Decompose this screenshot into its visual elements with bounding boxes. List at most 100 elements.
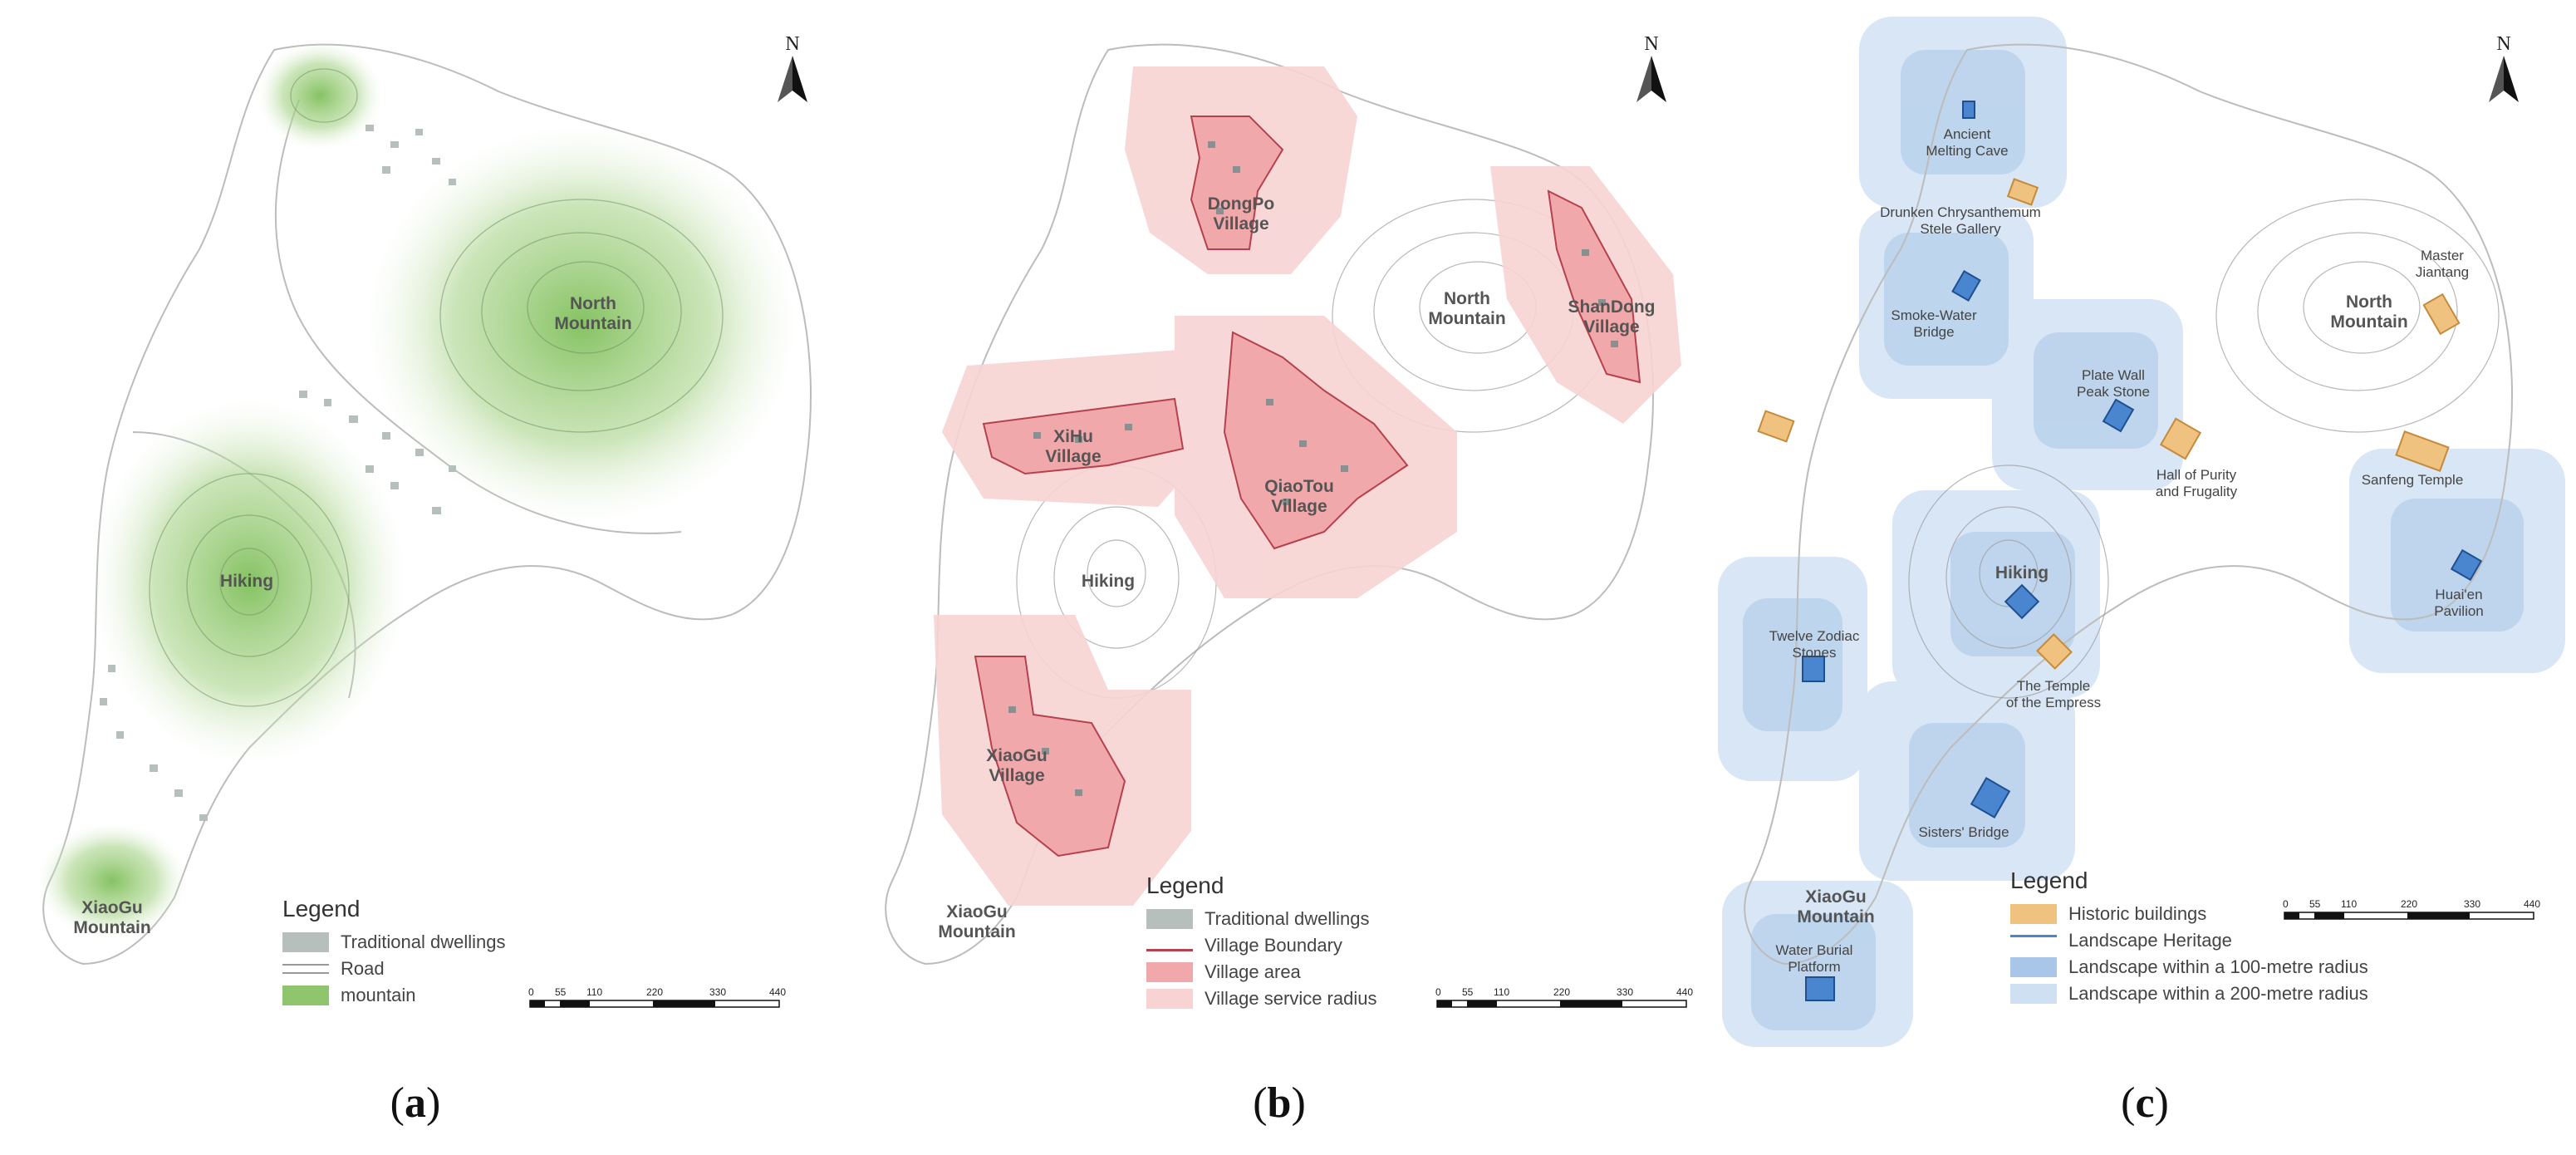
panel-c-heritage-map: North Mountain Hiking XiaoGu Mountain An… [1718,0,2576,1155]
mountain-zones [37,42,797,939]
site-label-smoke-water-bridge: Smoke-Water Bridge [1891,307,1977,340]
scale-bar-graphic: 0 55 110 220 330 440 [1435,986,1693,1008]
legend-item: mountain [282,982,506,1009]
contour-lines [149,68,724,707]
legend-swatch [2010,957,2057,977]
scale-tick-label: 440 [2524,898,2540,910]
legend-swatch [1146,940,1193,951]
scale-tick-label: 0 [528,986,534,998]
scale-bar-a: 0 55 110 220 330 440 [528,985,786,1019]
panel-caption-a: (a) [390,1079,441,1127]
scale-tick-label: 0 [2283,898,2289,910]
legend-label: Road [341,958,385,979]
north-arrow-c: N [2485,33,2522,110]
legend-label: Landscape within a 200-metre radius [2068,983,2368,1004]
legend-label: Village Boundary [1205,935,1342,956]
place-label-xihu-village: XiHu Village [1045,427,1102,466]
north-arrow-icon [778,56,807,102]
legend-label: Village service radius [1205,988,1377,1009]
north-letter: N [785,33,800,55]
place-label-qiaotou-village: QiaoTou Village [1264,477,1334,516]
legend-swatch [2010,935,2057,946]
north-arrow-b: N [1633,33,1670,110]
site-label-ancient-melting-cave: Ancient Melting Cave [1926,126,2009,159]
north-letter: N [1644,33,1659,55]
legend-item: Village service radius [1146,985,1376,1012]
legend-label: Traditional dwellings [341,931,506,952]
legend-title: Legend [1146,872,1224,898]
place-label-dongpo-village: DongPo Village [1207,194,1275,233]
legend-item: Historic buildings [2010,901,2368,927]
legend-swatch [2010,904,2057,924]
island-outline [1744,43,2513,966]
scale-bar-c: 0 55 110 220 330 440 [2283,897,2540,931]
legend-swatch [1146,962,1193,982]
scale-tick-label: 330 [2464,898,2480,910]
scale-tick-label: 220 [646,986,663,998]
legend-item: Traditional dwellings [1146,906,1376,932]
place-label-north-mountain: North Mountain [554,294,632,333]
north-arrow-icon [2489,56,2519,102]
panel-b-village-map: DongPo Village ShanDong Village North Mo… [859,0,1718,1155]
scale-tick-label: 55 [2309,898,2321,910]
scale-bar-graphic: 0 55 110 220 330 440 [2283,898,2540,920]
landscape-heritage-markers [1802,101,2483,1001]
legend-label: Landscape within a 100-metre radius [2068,956,2368,977]
panel-caption-b: (b) [1253,1079,1306,1127]
legend-item: Village Boundary [1146,932,1376,959]
legend-swatch [282,932,329,952]
scale-bar-graphic: 0 55 110 220 330 440 [528,986,786,1008]
caption-letter: b [1267,1079,1292,1127]
caption-letter: c [2135,1079,2155,1127]
legend-item: Traditional dwellings [282,929,506,956]
legend-swatch [2010,984,2057,1004]
legend-item: Landscape within a 200-metre radius [2010,981,2368,1007]
place-label-shandong-village: ShanDong Village [1568,297,1656,337]
legend-label: Landscape Heritage [2068,930,2232,951]
caption-letter: a [405,1079,426,1127]
legend-swatch [282,964,329,974]
legend-item: Landscape Heritage [2010,927,2368,954]
scale-tick-label: 110 [586,986,602,998]
north-arrow-a: N [774,33,811,110]
legend-c: Legend Historic buildings Landscape Heri… [2010,867,2368,1007]
scale-tick-label: 110 [1494,986,1509,998]
panel-a-mountain-map: North Mountain Hiking XiaoGu Mountain N … [0,0,859,1155]
map-b-canvas [885,43,1681,966]
scale-tick-label: 220 [2401,898,2417,910]
legend-swatch [1146,989,1193,1009]
legend-swatch [1146,909,1193,929]
scale-tick-label: 0 [1435,986,1441,998]
dwelling-clusters [100,125,456,821]
legend-label: Village area [1205,961,1301,982]
dwelling-clusters [1008,141,1618,796]
legend-title: Legend [282,896,361,922]
site-label-water-burial-platform: Water Burial Platform [1775,942,1853,975]
site-label-drunken-chrysanthemum-stele-gallery: Drunken Chrysanthemum Stele Gallery [1880,204,2041,237]
place-label-xiaogu-village: XiaoGu Village [986,746,1048,785]
site-label-sisters-bridge: Sisters' Bridge [1918,824,2009,840]
site-label-huaien-pavilion: Huai'en Pavilion [2434,587,2484,619]
scale-tick-label: 440 [769,986,786,998]
map-a-canvas [37,42,812,966]
scale-tick-label: 110 [2341,898,2357,910]
map-c-canvas [1718,17,2565,1047]
scale-tick-label: 330 [709,986,726,998]
site-label-twelve-zodiac-stones: Twelve Zodiac Stones [1769,628,1860,661]
place-label-xiaogu-mountain: XiaoGu Mountain [938,902,1016,941]
legend-title: Legend [2010,867,2088,893]
place-label-xiaogu-mountain: XiaoGu Mountain [73,898,151,937]
north-arrow-icon [1636,56,1666,102]
place-label-hiking: Hiking [1081,572,1136,591]
place-label-hiking: Hiking [1995,563,2049,582]
legend-label: Traditional dwellings [1205,908,1370,929]
legend-label: Historic buildings [2068,903,2207,924]
legend-swatch [282,985,329,1005]
contour-lines [1908,199,2500,699]
legend-b: Legend Traditional dwellings Village Bou… [1146,872,1376,1012]
legend-label: mountain [341,985,416,1005]
scale-tick-label: 55 [555,986,567,998]
radius-100m [1743,50,2524,1030]
north-letter: N [2496,33,2511,55]
site-label-temple-of-the-empress: The Temple of the Empress [2005,678,2102,710]
